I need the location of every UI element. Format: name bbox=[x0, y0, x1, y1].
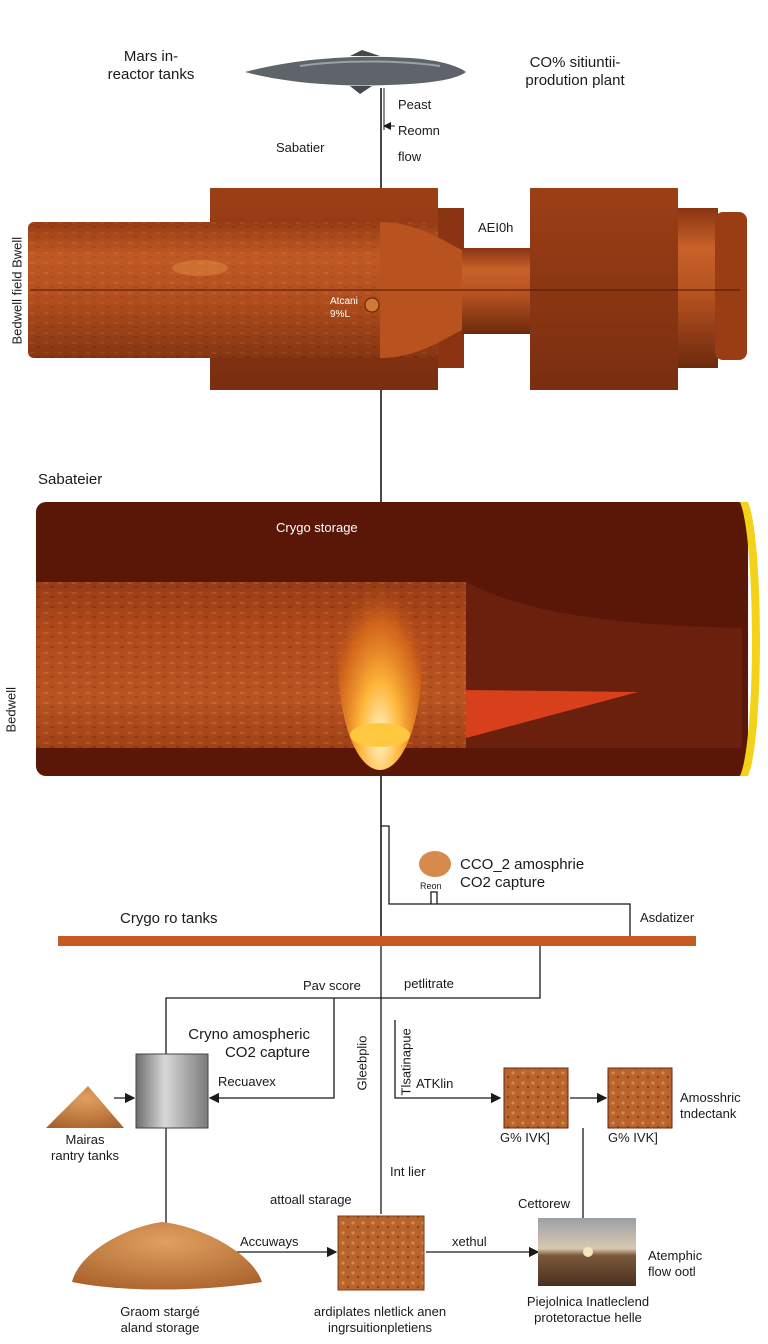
co2-capture-cylinder bbox=[135, 1053, 209, 1129]
box2-label: G% IVK] bbox=[608, 1130, 658, 1145]
cryo-storage-label: Crygo storage bbox=[276, 520, 358, 535]
mars-tanks-label: Mairas rantry tanks bbox=[51, 1132, 119, 1163]
connector-lines bbox=[114, 825, 631, 1258]
asdatizer-label: Asdatizer bbox=[640, 910, 695, 925]
photo-label: Piejolnica Inatleclend protetoractue hel… bbox=[526, 1294, 650, 1325]
atklin-label: ATKlin bbox=[416, 1076, 454, 1091]
reactor-assembly bbox=[28, 188, 747, 390]
flame-plume-icon bbox=[338, 550, 422, 770]
reactor-inner-label: Atcani 9%L bbox=[330, 296, 358, 320]
title-left: Mars in- reactor tanks bbox=[107, 48, 195, 83]
infiltration-block bbox=[337, 1215, 425, 1291]
reactor-box-2 bbox=[607, 1067, 673, 1129]
petlitrate-label: petlitrate bbox=[404, 976, 454, 991]
atemphic-label: Atemphic flow ootl bbox=[648, 1248, 703, 1279]
intlier-label: Int lier bbox=[390, 1164, 426, 1179]
storage-pile bbox=[72, 1222, 262, 1290]
cryo-storage-tank bbox=[36, 502, 760, 776]
amosshric-label: Amosshric tndectank bbox=[680, 1090, 741, 1121]
pile-label: Graom stargé aland storage bbox=[120, 1304, 200, 1335]
block-label: ardiplates nletlick anen ingrsuitionplet… bbox=[313, 1304, 447, 1335]
vert-right-label: Tlsatinapue bbox=[398, 1028, 414, 1096]
recuavex-label: Recuavex bbox=[218, 1074, 276, 1089]
co2-badge-icon bbox=[419, 851, 451, 877]
flow-note: Peast Reomn flow bbox=[398, 97, 440, 164]
sand-pile-icon bbox=[46, 1086, 124, 1128]
vert-left-label: Gleebplio bbox=[354, 1035, 370, 1091]
cryo-tanks-bar bbox=[58, 936, 696, 946]
reactor-side-label: Bedwell field Bwell bbox=[9, 236, 25, 345]
attoall-label: attoall starage bbox=[270, 1192, 352, 1207]
cryo-side-label: Bedwell bbox=[3, 686, 19, 733]
co2-label: CCO_2 amosphrie CO2 capture bbox=[460, 856, 585, 891]
cryo-heading: Sabateier bbox=[38, 471, 103, 488]
pav-score-label: Pav score bbox=[303, 978, 361, 993]
accuways-label: Accuways bbox=[240, 1234, 299, 1249]
reactor-box-1 bbox=[503, 1067, 569, 1129]
reactor-neck-label: AEI0h bbox=[478, 220, 514, 235]
co2-badge-label: Reon bbox=[420, 881, 442, 891]
xethul-label: xethul bbox=[452, 1234, 487, 1249]
cettorew-label: Cettorew bbox=[518, 1196, 571, 1211]
capture-label: Cryno amospheric CO2 capture bbox=[188, 1026, 310, 1061]
box1-label: G% IVK] bbox=[500, 1130, 550, 1145]
cryo-tanks-label: Crygo ro tanks bbox=[120, 910, 218, 927]
spacecraft-icon bbox=[245, 50, 466, 94]
title-right: CO% sitiuntii- prodution plant bbox=[525, 54, 625, 89]
sabatier-label: Sabatier bbox=[276, 140, 325, 155]
